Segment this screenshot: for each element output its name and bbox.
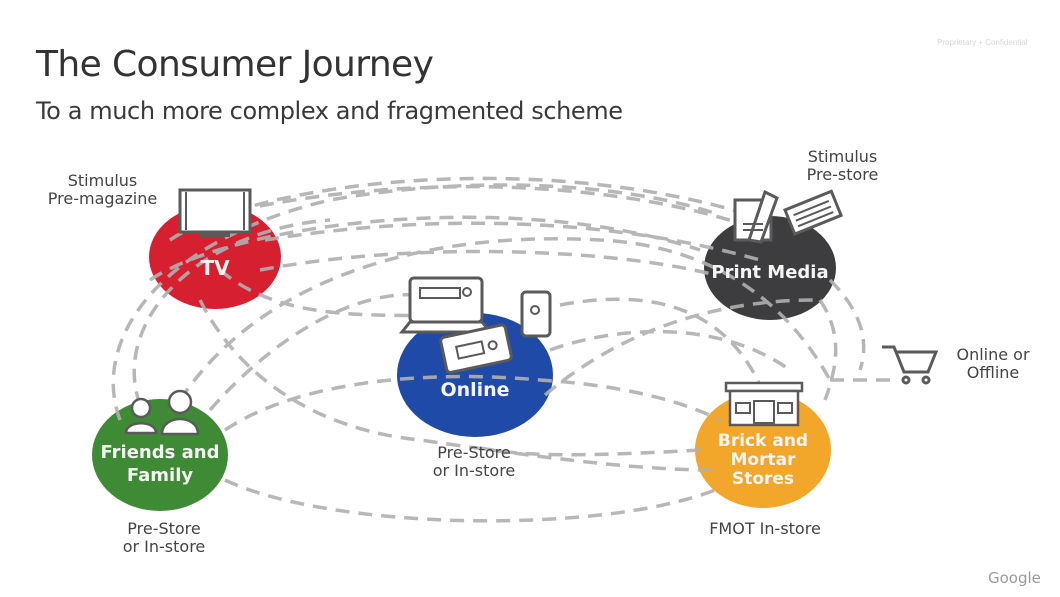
- print-media-caption: Stimulus Pre-store: [790, 148, 895, 184]
- tv-label: TV: [200, 256, 230, 280]
- people-icon: [124, 389, 200, 436]
- connection-line: [178, 237, 832, 401]
- caption-line: or In-store: [432, 461, 516, 480]
- connection-line: [111, 183, 721, 421]
- connection-line: [479, 446, 701, 457]
- caption-line: or In-store: [122, 537, 206, 556]
- caption-line: Stimulus: [67, 171, 138, 190]
- connection-line: [259, 249, 716, 277]
- connection-line: [224, 374, 721, 432]
- connection-line: [132, 218, 331, 406]
- caption-line: Offline: [966, 363, 1020, 382]
- online-caption: Pre-Store or In-store: [418, 444, 530, 480]
- shopping-cart-icon: [882, 345, 939, 385]
- connection-line: [149, 215, 701, 282]
- print-media-node: [704, 216, 836, 320]
- connection-lines: [111, 176, 890, 523]
- connection-line: [543, 298, 816, 397]
- newspaper-icon: [733, 189, 844, 244]
- caption-line: Online or: [956, 345, 1030, 364]
- caption-line: FMOT In-store: [709, 519, 821, 538]
- google-logo: Google: [988, 569, 1041, 587]
- friends-family-label-line2: Family: [127, 465, 193, 486]
- brick-mortar-label-line2: Mortar: [731, 450, 797, 470]
- caption-line: Pre-store: [806, 165, 879, 184]
- connection-line: [224, 478, 716, 523]
- friends-family-label-line1: Friends and: [101, 442, 220, 463]
- checkout-caption: Online or Offline: [948, 346, 1038, 382]
- caption-line: Pre-Store: [437, 443, 511, 462]
- page-title: The Consumer Journey: [36, 44, 434, 85]
- friends-family-caption: Pre-Store or In-store: [108, 520, 220, 556]
- connection-line: [208, 292, 421, 412]
- connection-line: [559, 297, 762, 386]
- tv-caption: Stimulus Pre-magazine: [40, 172, 165, 208]
- caption-line: Pre-Store: [127, 519, 201, 538]
- brick-mortar-label-line3: Stores: [732, 469, 794, 489]
- page-subtitle: To a much more complex and fragmented sc…: [36, 97, 623, 125]
- caption-line: Stimulus: [807, 147, 878, 166]
- brick-mortar-caption: FMOT In-store: [700, 520, 830, 538]
- devices-icon: [398, 276, 552, 374]
- tv-icon: [178, 188, 252, 237]
- confidential-label: Proprietary + Confidential: [937, 38, 1028, 47]
- caption-line: Pre-magazine: [47, 189, 158, 208]
- print-media-label: Print Media: [711, 262, 828, 283]
- storefront-icon: [724, 381, 804, 427]
- connection-line: [828, 278, 866, 371]
- connection-line: [549, 329, 792, 372]
- connection-line: [818, 299, 838, 401]
- online-label: Online: [440, 379, 509, 401]
- brick-mortar-label-line1: Brick and: [718, 431, 808, 451]
- connection-line: [259, 184, 761, 232]
